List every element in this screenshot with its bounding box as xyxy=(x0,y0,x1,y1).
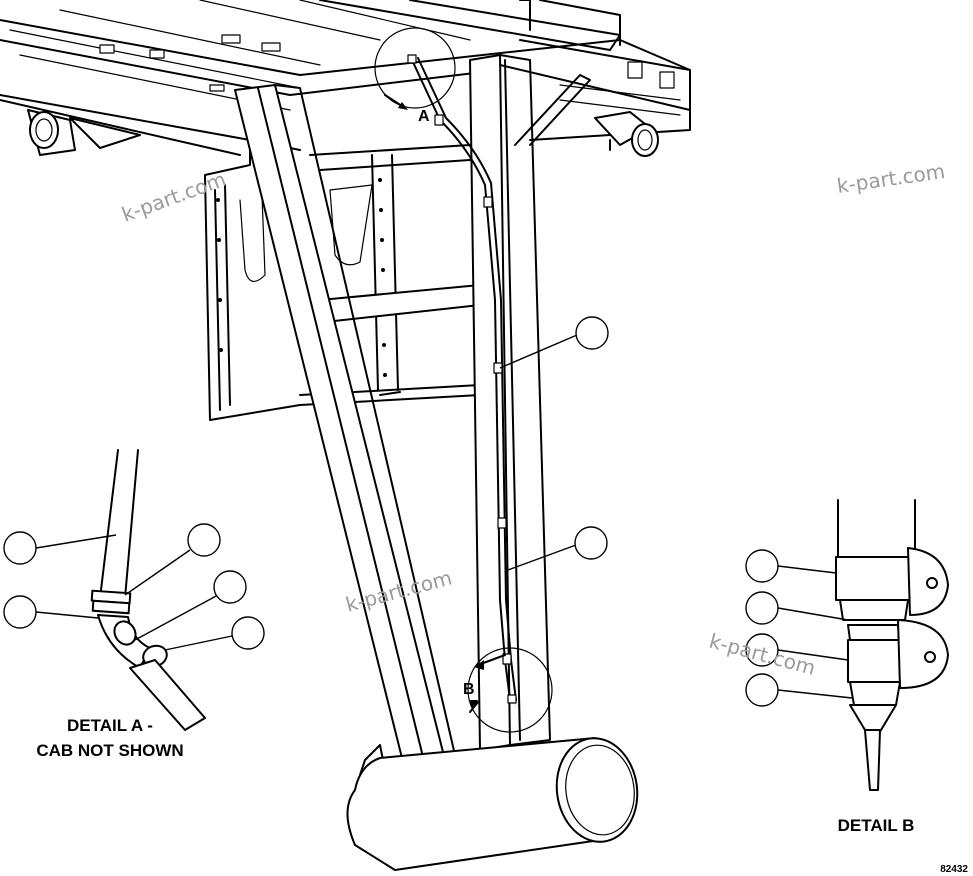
detail-a-callouts xyxy=(3,523,265,651)
watermark: k-part.com xyxy=(119,167,230,227)
callout xyxy=(574,526,608,560)
callout xyxy=(3,595,37,629)
callout xyxy=(745,633,779,667)
washer-tank xyxy=(346,737,639,871)
roof-frame xyxy=(0,0,691,157)
callout xyxy=(187,523,221,557)
right-work-light xyxy=(594,111,659,157)
left-work-light xyxy=(27,109,141,156)
callout xyxy=(575,316,609,350)
detail-a-drawing xyxy=(90,449,206,731)
watermark: k-part.com xyxy=(835,159,946,198)
detail-b-drawing xyxy=(835,499,949,791)
washer-hose xyxy=(407,54,517,704)
callout xyxy=(745,673,779,707)
main-callouts xyxy=(499,316,609,571)
detail-b-callouts xyxy=(745,549,853,707)
view-b-label: B xyxy=(463,681,475,698)
detail-b-title: DETAIL B xyxy=(838,816,915,835)
callout xyxy=(745,549,779,583)
figure-number: 82432 xyxy=(940,864,968,875)
callout xyxy=(3,531,37,565)
detail-a-subtitle: CAB NOT SHOWN xyxy=(36,741,183,760)
callout xyxy=(213,570,247,604)
detail-b-marker: B xyxy=(463,647,553,733)
detail-a-marker: A xyxy=(374,27,456,125)
detail-a-title: DETAIL A - xyxy=(67,716,153,735)
callout xyxy=(745,591,779,625)
callout xyxy=(231,616,265,650)
view-a-label: A xyxy=(418,108,430,125)
